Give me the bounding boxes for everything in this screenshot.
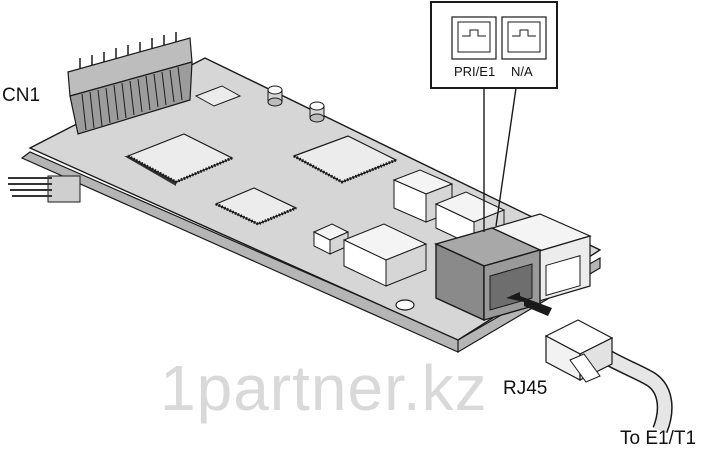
rj45-port-icon [451, 16, 497, 60]
port-label-pri-e1: PRI/E1 [454, 64, 495, 79]
qfp-chip-3 [214, 187, 298, 226]
small-box [312, 223, 350, 255]
qfp-chip-2 [292, 135, 398, 184]
relay-3 [342, 223, 428, 287]
cable-destination-label: To E1/T1 [620, 428, 696, 449]
port-callout: PRI/E1 N/A [430, 1, 558, 232]
rj45-label: RJ45 [503, 378, 547, 399]
arrow-icon [506, 292, 552, 316]
cn1-label: CN1 [2, 85, 40, 106]
side-pin-header [8, 175, 81, 203]
qfp-chip-1 [124, 133, 234, 186]
watermark: 1partner.kz [160, 352, 488, 424]
capacitor-2 [309, 101, 325, 123]
capacitor [267, 85, 283, 107]
small-chip [194, 85, 242, 107]
cn1-connector [67, 32, 193, 135]
rj45-plug-icon [544, 319, 673, 433]
mounting-hole [395, 299, 415, 311]
port-label-na: N/A [511, 64, 533, 79]
rj45-port-icon-2 [501, 16, 547, 60]
